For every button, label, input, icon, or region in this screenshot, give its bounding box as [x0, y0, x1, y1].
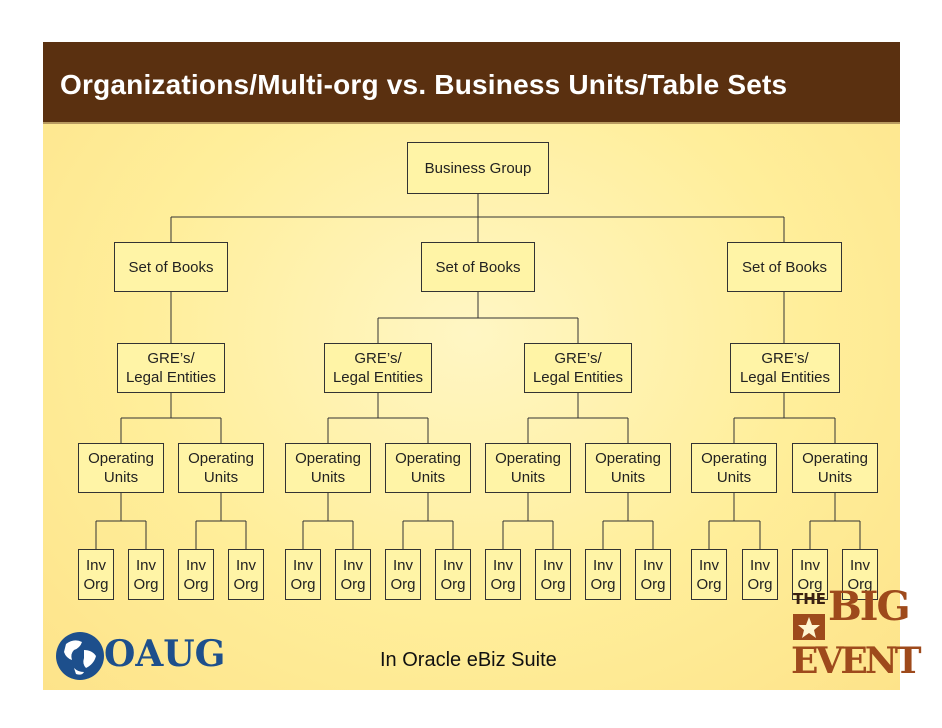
- event-logo-big: BIG: [828, 583, 911, 630]
- star-icon: [793, 614, 825, 640]
- footer-caption: In Oracle eBiz Suite: [380, 649, 557, 671]
- operating-units-node: Operating Units: [585, 443, 671, 493]
- slide-title: Organizations/Multi-org vs. Business Uni…: [60, 69, 788, 100]
- business-group-node: Business Group: [407, 142, 549, 194]
- operating-units-node: Operating Units: [78, 443, 164, 493]
- operating-units-node: Operating Units: [178, 443, 264, 493]
- set-of-books-node: Set of Books: [114, 242, 228, 292]
- set-of-books-node: Set of Books: [421, 242, 535, 292]
- gre-legal-entity-node: GRE’s/ Legal Entities: [730, 343, 840, 393]
- inv-org-node: Inv Org: [228, 549, 264, 600]
- inv-org-node: Inv Org: [691, 549, 727, 600]
- gre-legal-entity-node: GRE’s/ Legal Entities: [324, 343, 432, 393]
- set-of-books-node: Set of Books: [727, 242, 842, 292]
- inv-org-node: Inv Org: [792, 549, 828, 600]
- gre-legal-entity-node: GRE’s/ Legal Entities: [524, 343, 632, 393]
- event-logo-the: THE: [793, 590, 827, 608]
- inv-org-node: Inv Org: [435, 549, 471, 600]
- inv-org-node: Inv Org: [485, 549, 521, 600]
- operating-units-node: Operating Units: [792, 443, 878, 493]
- inv-org-node: Inv Org: [335, 549, 371, 600]
- inv-org-node: Inv Org: [178, 549, 214, 600]
- operating-units-node: Operating Units: [691, 443, 777, 493]
- title-bar: Organizations/Multi-org vs. Business Uni…: [43, 42, 900, 124]
- inv-org-node: Inv Org: [635, 549, 671, 600]
- operating-units-node: Operating Units: [485, 443, 571, 493]
- inv-org-node: Inv Org: [842, 549, 878, 600]
- oaug-logo-text: OAUG: [104, 633, 226, 675]
- globe-icon: [56, 632, 104, 680]
- event-logo-event: EVENT: [791, 640, 922, 682]
- gre-legal-entity-node: GRE’s/ Legal Entities: [117, 343, 225, 393]
- inv-org-node: Inv Org: [535, 549, 571, 600]
- inv-org-node: Inv Org: [585, 549, 621, 600]
- inv-org-node: Inv Org: [385, 549, 421, 600]
- inv-org-node: Inv Org: [128, 549, 164, 600]
- inv-org-node: Inv Org: [742, 549, 778, 600]
- operating-units-node: Operating Units: [385, 443, 471, 493]
- operating-units-node: Operating Units: [285, 443, 371, 493]
- inv-org-node: Inv Org: [78, 549, 114, 600]
- inv-org-node: Inv Org: [285, 549, 321, 600]
